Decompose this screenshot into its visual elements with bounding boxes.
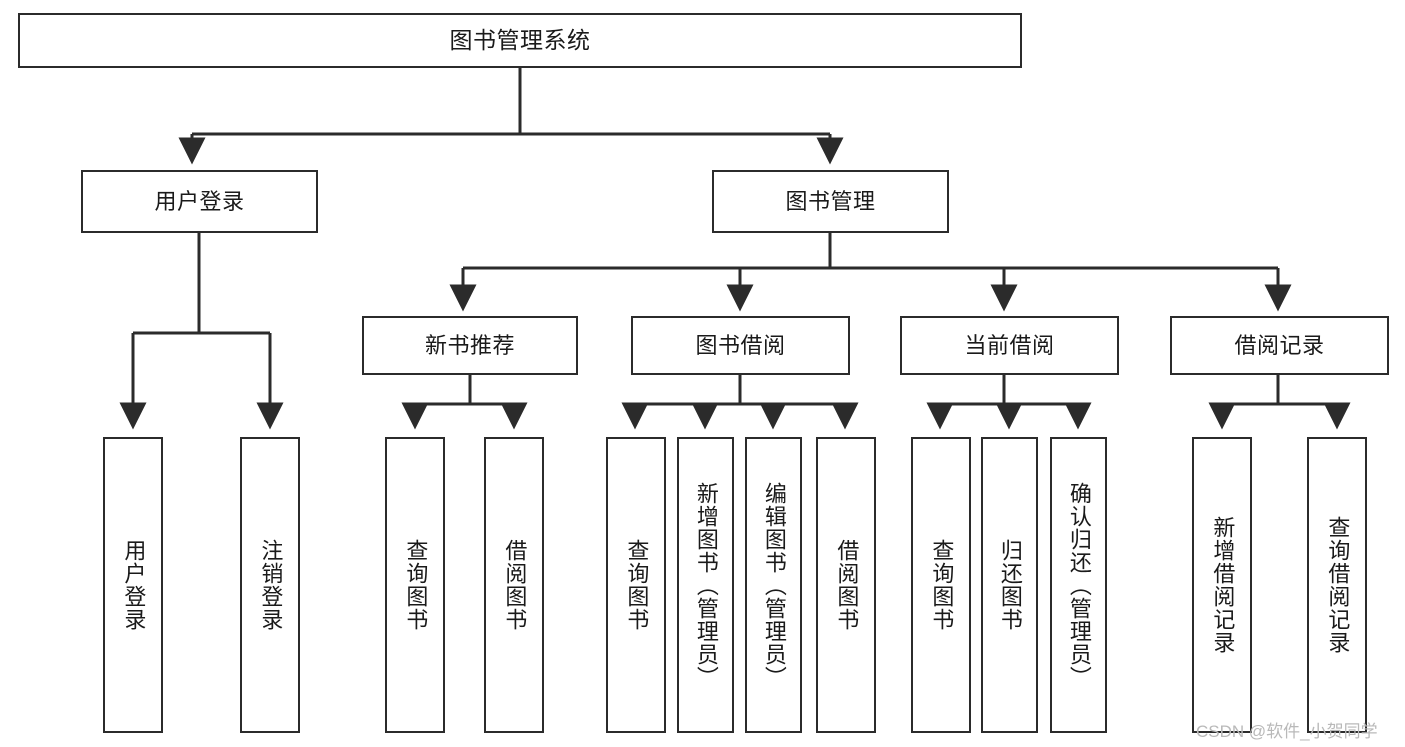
- leaf-new-book-query-books[interactable]: 查询图书: [385, 437, 445, 733]
- node-label: 用户登录: [154, 188, 245, 214]
- node-label: 图书借阅: [695, 332, 786, 358]
- node-new-book-recommend[interactable]: 新书推荐: [362, 316, 578, 375]
- node-label: 编辑图书（管理员）: [761, 481, 787, 689]
- leaf-current-query-books[interactable]: 查询图书: [911, 437, 971, 733]
- leaf-logout[interactable]: 注销登录: [240, 437, 300, 733]
- node-label: 用户登录: [121, 539, 147, 631]
- node-label: 借阅记录: [1234, 332, 1325, 358]
- node-label: 确认归还（管理员）: [1066, 481, 1092, 689]
- node-label: 借阅图书: [834, 539, 860, 631]
- node-label: 新书推荐: [424, 332, 515, 358]
- leaf-new-book-borrow-books[interactable]: 借阅图书: [484, 437, 544, 733]
- leaf-borrow-edit-book-admin[interactable]: 编辑图书（管理员）: [745, 437, 802, 733]
- leaf-user-login[interactable]: 用户登录: [103, 437, 163, 733]
- node-label: 图书管理: [785, 188, 876, 214]
- leaf-borrow-add-book-admin[interactable]: 新增图书（管理员）: [677, 437, 734, 733]
- leaf-borrow-borrow-books[interactable]: 借阅图书: [816, 437, 876, 733]
- csdn-watermark: CSDN @软件_小贺同学: [1196, 722, 1378, 741]
- leaf-current-return-books[interactable]: 归还图书: [981, 437, 1038, 733]
- leaf-borrow-query-books[interactable]: 查询图书: [606, 437, 666, 733]
- leaf-records-add-borrow-record[interactable]: 新增借阅记录: [1192, 437, 1252, 733]
- node-book-borrow[interactable]: 图书借阅: [631, 316, 850, 375]
- node-current-borrow[interactable]: 当前借阅: [900, 316, 1119, 375]
- node-label: 注销登录: [258, 539, 284, 631]
- node-user-login[interactable]: 用户登录: [81, 170, 318, 233]
- leaf-records-query-borrow-record[interactable]: 查询借阅记录: [1307, 437, 1367, 733]
- node-label: 查询图书: [929, 539, 955, 631]
- node-book-management[interactable]: 图书管理: [712, 170, 949, 233]
- node-label: 新增借阅记录: [1210, 516, 1236, 654]
- node-label: 查询图书: [403, 539, 429, 631]
- node-label: 图书管理系统: [449, 27, 591, 54]
- node-label: 借阅图书: [502, 539, 528, 631]
- node-root-book-management-system[interactable]: 图书管理系统: [18, 13, 1022, 68]
- node-label: 查询图书: [624, 539, 650, 631]
- node-label: 归还图书: [997, 539, 1023, 631]
- node-label: 当前借阅: [964, 332, 1055, 358]
- node-borrow-records[interactable]: 借阅记录: [1170, 316, 1389, 375]
- node-label: 新增图书（管理员）: [693, 481, 719, 689]
- leaf-current-confirm-return-admin[interactable]: 确认归还（管理员）: [1050, 437, 1107, 733]
- node-label: 查询借阅记录: [1325, 516, 1351, 654]
